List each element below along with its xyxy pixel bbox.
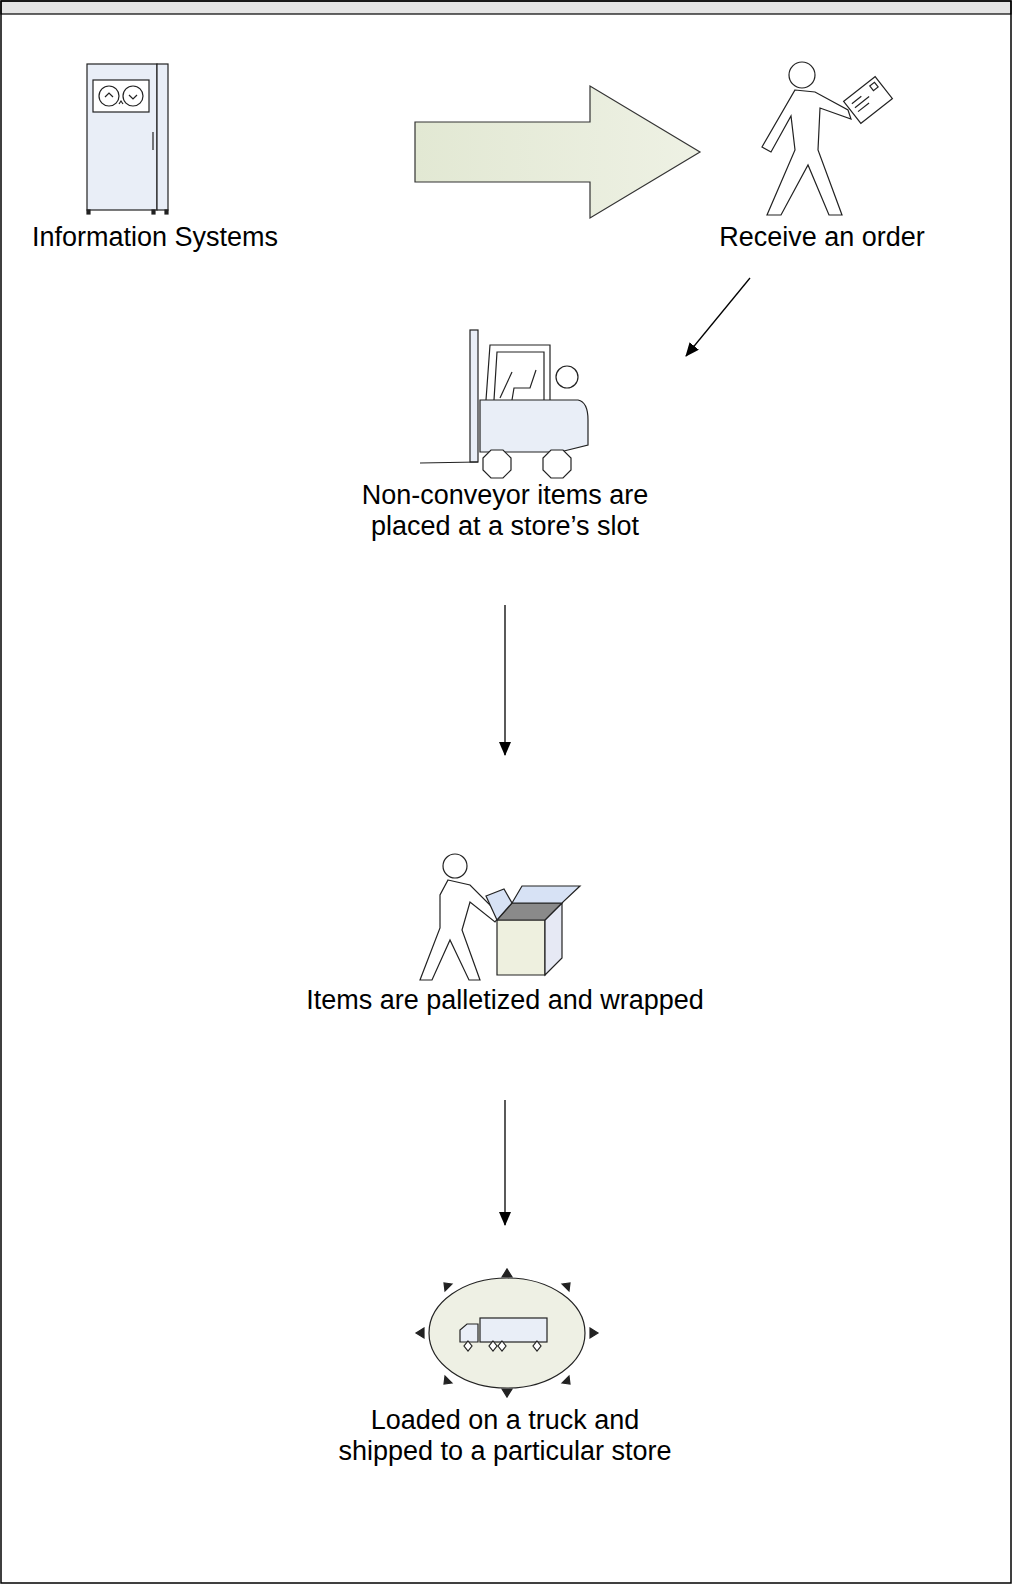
outward-arrow [416,1269,598,1397]
mast [470,330,478,462]
step-label: Loaded on a truck and shipped to a parti… [330,1405,680,1467]
cabinet-side [157,64,168,210]
person-letter-icon [762,62,892,215]
flow-arrow [686,278,750,356]
cab [460,1324,478,1342]
handle [152,132,153,150]
envelope-mark [850,82,882,111]
tape-reel [123,86,143,106]
seat [512,370,536,400]
steering [500,372,512,398]
process-step: Items are palletized and wrapped [270,755,740,1100]
trailer [480,1318,547,1342]
ship-ellipse [429,1278,585,1388]
wheel [543,450,571,478]
driver-head [556,366,578,388]
step-label: Information Systems [32,222,278,253]
reel-window [93,80,149,112]
reel-mark [105,93,137,104]
packer-icon [420,854,580,980]
truck-ship-icon [416,1269,598,1397]
overhead-guard [486,345,550,400]
process-step: Loaded on a truck and shipped to a parti… [324,1225,686,1480]
chassis [480,400,588,452]
head [443,854,467,878]
flow-arrow [504,605,505,755]
fork [420,462,478,463]
body [762,90,851,215]
tape-reel [99,86,119,106]
foot [87,210,90,214]
head [789,62,815,88]
server-icon [87,64,168,214]
process-step: Non-conveyor items are placed at a store… [324,320,686,605]
process-step: Receive an order [700,55,970,278]
header-band [1,1,1011,14]
block-arrow [415,86,700,218]
process-step: Information Systems [20,55,415,278]
letter [844,77,893,124]
box-front [497,920,545,975]
step-label: Receive an order [719,222,925,253]
box-flap [512,886,580,903]
flow-arrow [504,1100,505,1225]
foot [165,210,168,214]
step-label: Items are palletized and wrapped [306,985,704,1016]
wheel [483,450,511,478]
forklift-icon [420,330,588,478]
step-label: Non-conveyor items are placed at a store… [330,480,680,542]
cabinet [87,64,157,210]
box-flap [486,889,512,920]
foot [152,210,155,214]
wheel [464,1341,541,1351]
envelope [844,77,893,124]
